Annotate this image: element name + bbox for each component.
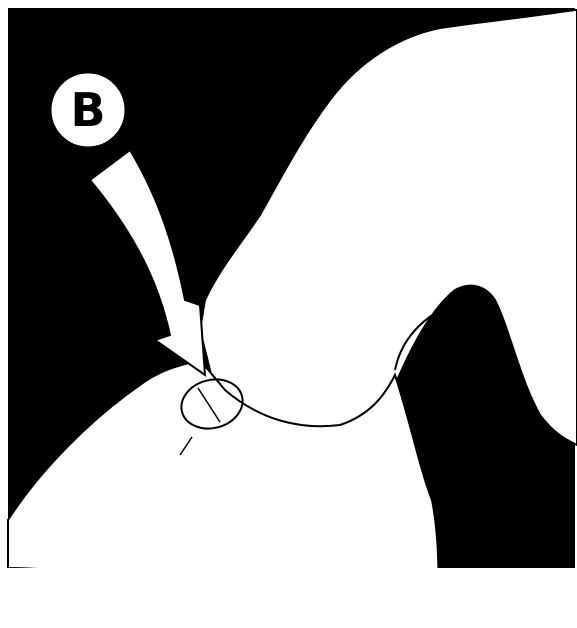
callout-label: B [70,83,105,137]
bottom-strip [0,568,577,628]
